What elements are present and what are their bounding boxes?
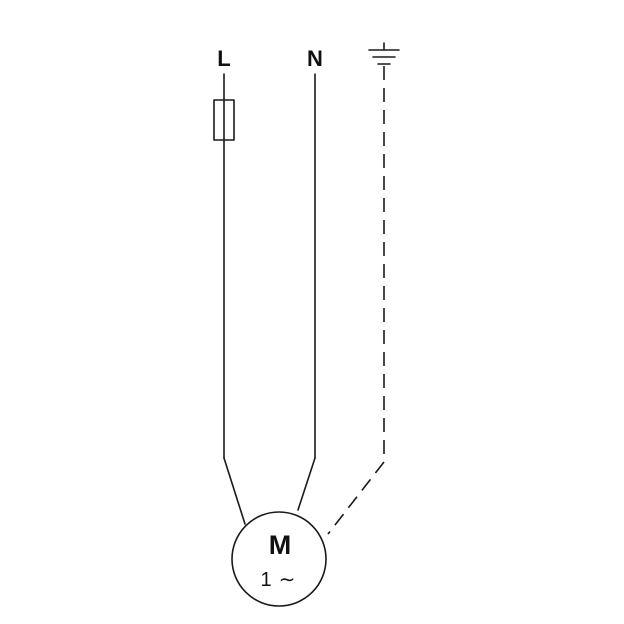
- earth-ground-icon: [368, 42, 400, 65]
- earth-wire: [327, 66, 385, 535]
- line-wire: [223, 73, 246, 525]
- terminal-label-neutral: N: [307, 46, 323, 71]
- neutral-wire: [297, 73, 316, 511]
- motor: M 1 ∼: [231, 511, 327, 607]
- motor-symbol: M: [269, 530, 292, 560]
- motor-circle: [231, 511, 327, 607]
- motor-phase-symbol: ∼: [279, 569, 296, 591]
- fuse-icon: [213, 99, 235, 141]
- terminal-label-line: L: [217, 46, 230, 71]
- motor-phase-count: 1: [260, 569, 271, 591]
